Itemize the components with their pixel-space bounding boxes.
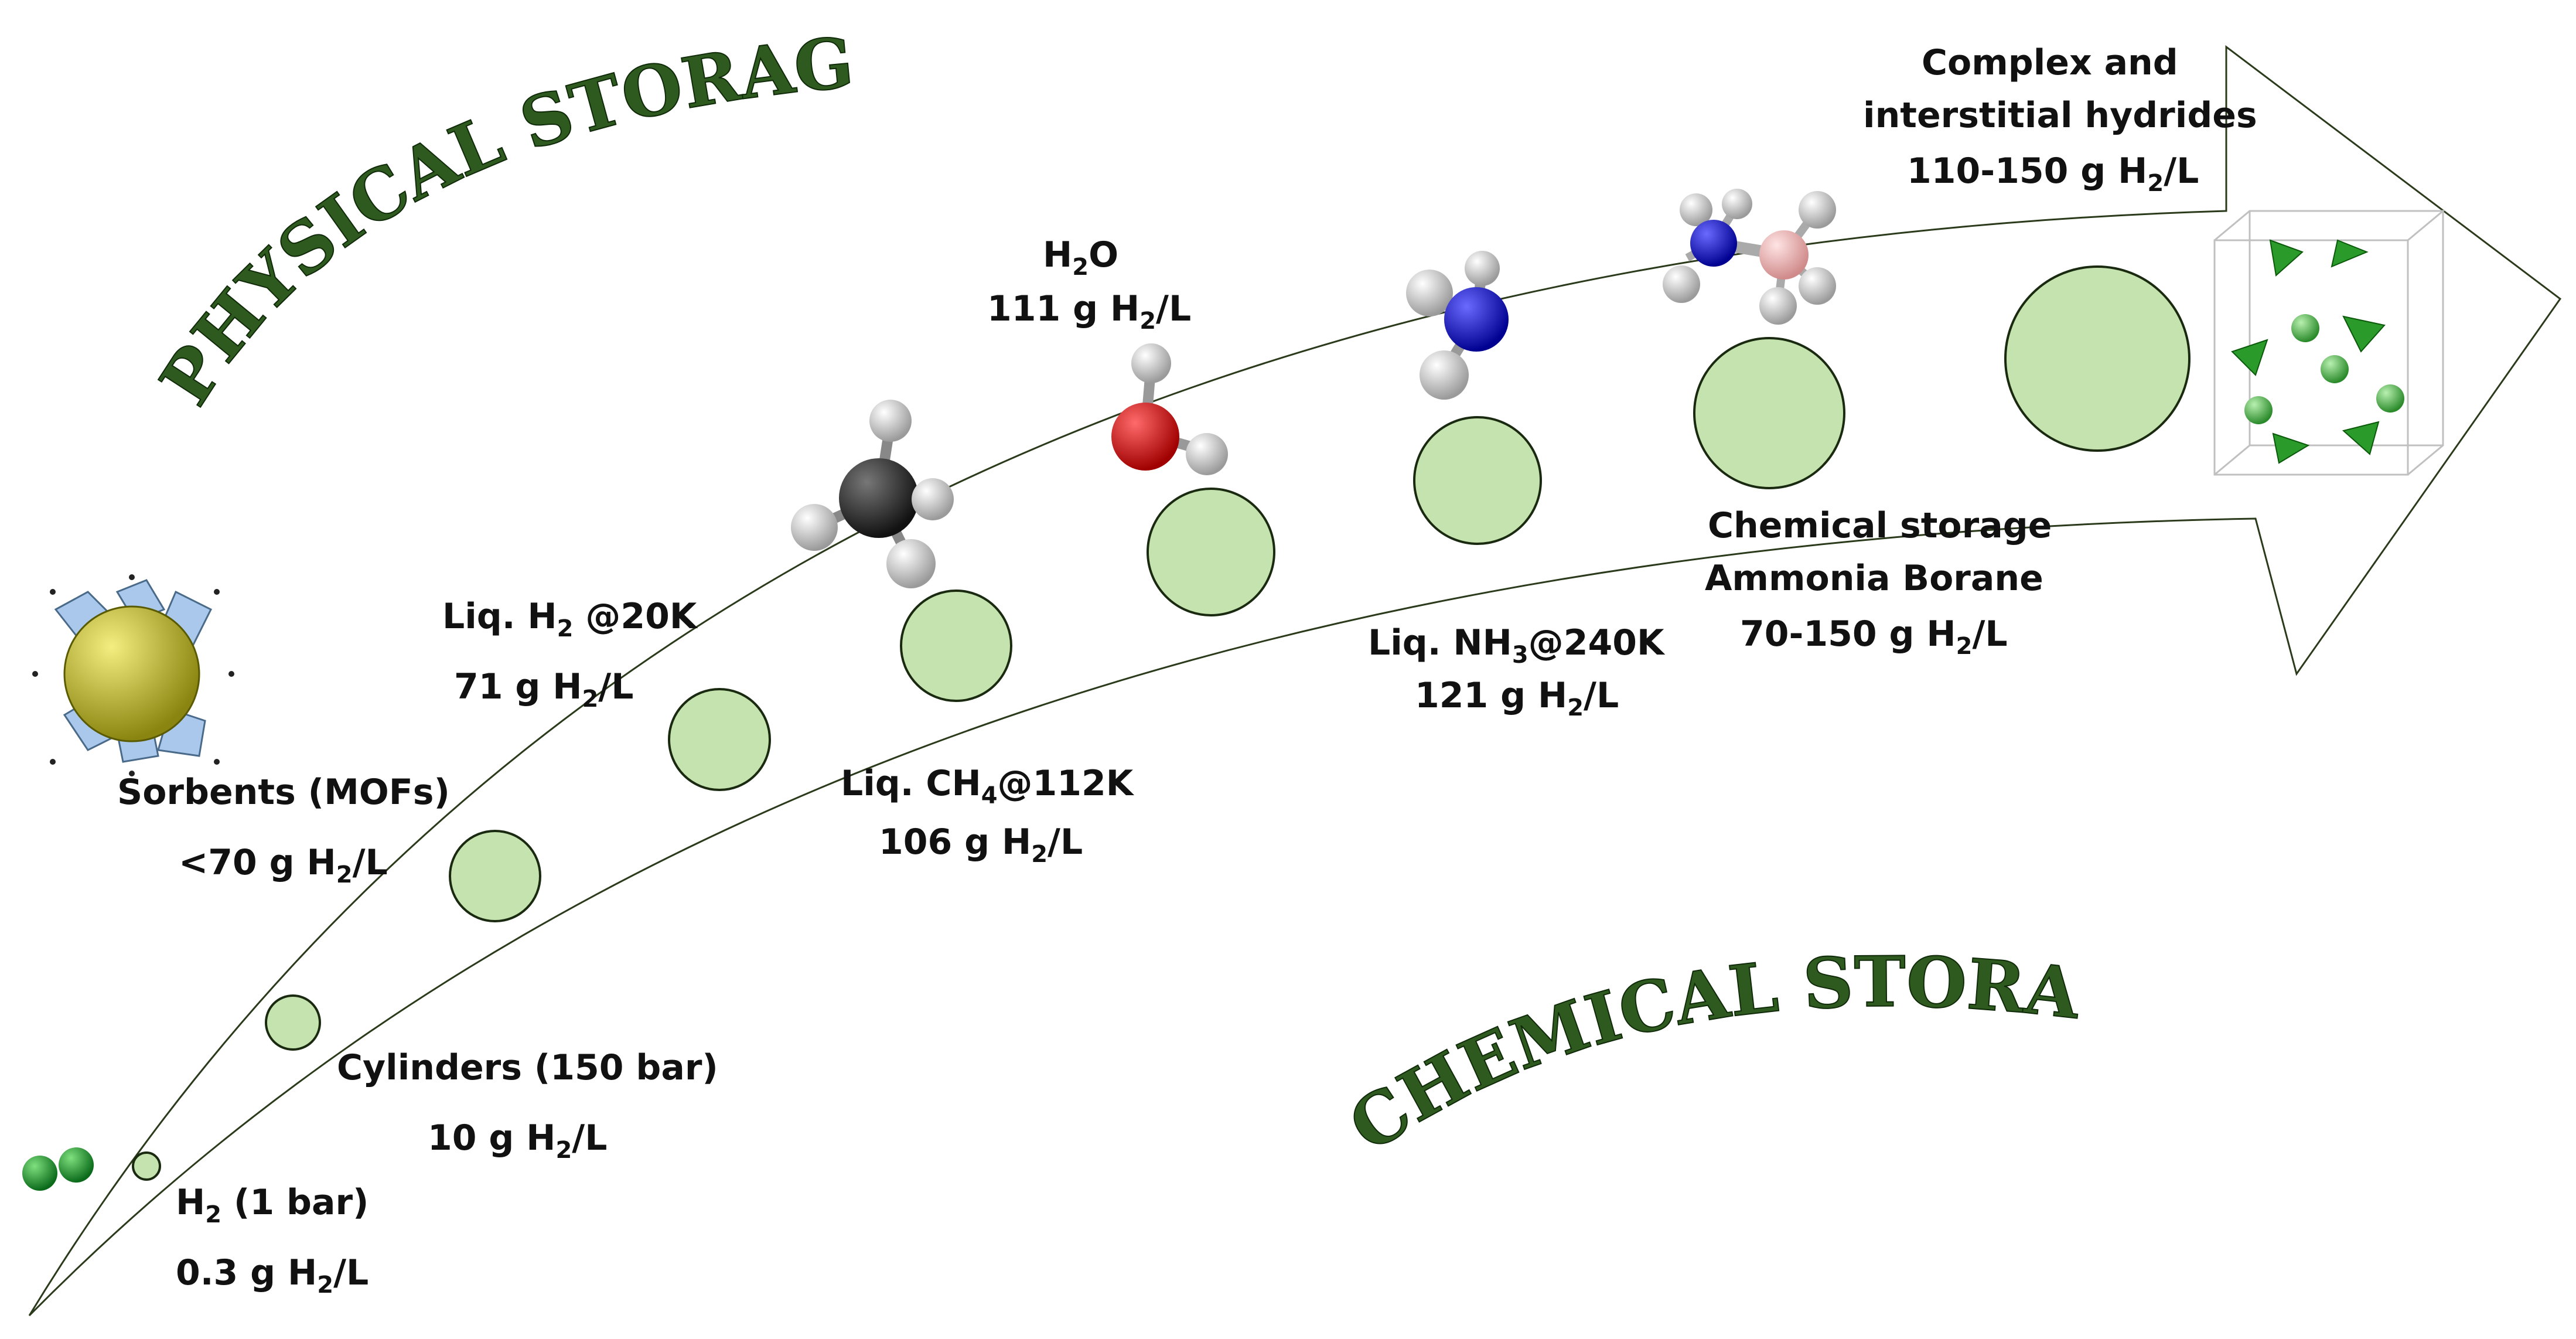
- svg-text:Ammonia Borane: Ammonia Borane: [1705, 558, 2043, 599]
- capacity-bubbles: [132, 265, 2191, 1181]
- svg-text:71 g H2/L: 71 g H2/L: [454, 666, 633, 713]
- svg-text:H2 (1 bar): H2 (1 bar): [176, 1182, 369, 1228]
- svg-text:interstitial hydrides: interstitial hydrides: [1863, 95, 2257, 136]
- svg-text:Chemical storage: Chemical storage: [1708, 505, 2052, 546]
- svg-text:111 g H2/L: 111 g H2/L: [987, 288, 1191, 335]
- svg-text:Liq. CH4@112K: Liq. CH4@112K: [841, 763, 1135, 809]
- stage-label-mofs: Sorbents (MOFs) <70 g H2/L: [117, 772, 450, 888]
- capacity-bubble-h2: [132, 1151, 161, 1181]
- stage-label-h2: H2 (1 bar) 0.3 g H2/L: [176, 1182, 369, 1299]
- ammonia-molecule-icon: [1406, 251, 1509, 400]
- svg-text:106 g H2/L: 106 g H2/L: [879, 822, 1083, 868]
- stage-label-cylinders: Cylinders (150 bar) 10 g H2/L: [337, 1047, 718, 1164]
- stage-label-liq-nh3: Liq. NH3@240K 121 g H2/L: [1368, 622, 1666, 721]
- ammonia-borane-molecule-icon: [1663, 189, 1836, 325]
- svg-text:Cylinders (150 bar): Cylinders (150 bar): [337, 1047, 718, 1088]
- mof-sorbent-icon: [32, 574, 234, 776]
- capacity-bubble-liq-h2: [668, 688, 771, 791]
- methane-molecule-icon: [791, 400, 954, 588]
- stage-label-h2o: H2O 111 g H2/L: [987, 234, 1191, 335]
- stage-label-liq-ch4: Liq. CH4@112K 106 g H2/L: [841, 763, 1135, 868]
- stage-label-hydrides: Complex and interstitial hydrides 110-15…: [1863, 42, 2257, 197]
- capacity-bubble-cylinders: [265, 994, 321, 1051]
- capacity-bubble-hydrides: [2004, 265, 2191, 452]
- stage-label-ammonia-borane: Chemical storage Ammonia Borane 70-150 g…: [1705, 505, 2052, 660]
- capacity-bubble-liq-ch4: [900, 590, 1012, 702]
- capacity-bubble-mofs: [449, 830, 541, 922]
- svg-text:Liq. H2 @20K: Liq. H2 @20K: [442, 596, 698, 642]
- svg-text:H2O: H2O: [1043, 234, 1118, 281]
- water-molecule-icon: [1111, 343, 1228, 475]
- svg-text:70-150 g H2/L: 70-150 g H2/L: [1740, 614, 2008, 660]
- svg-text:Liq. NH3@240K: Liq. NH3@240K: [1368, 622, 1666, 669]
- svg-text:121 g H2/L: 121 g H2/L: [1415, 675, 1619, 721]
- h2-molecule-icon: [22, 1147, 94, 1191]
- progress-arrow: [28, 45, 2562, 1317]
- svg-text:<70 g H2/L: <70 g H2/L: [179, 842, 388, 888]
- svg-text:Sorbents (MOFs): Sorbents (MOFs): [117, 772, 450, 813]
- stage-label-liq-h2: Liq. H2 @20K 71 g H2/L: [442, 596, 698, 713]
- svg-text:10 g H2/L: 10 g H2/L: [428, 1117, 607, 1164]
- svg-text:Complex and: Complex and: [1922, 42, 2178, 83]
- capacity-bubble-h2o: [1147, 488, 1275, 616]
- hydride-crystal-icon: [2213, 210, 2446, 476]
- svg-text:110-150 g H2/L: 110-150 g H2/L: [1907, 151, 2199, 197]
- capacity-bubble-liq-nh3: [1413, 416, 1542, 545]
- capacity-bubble-ammonia-borane: [1693, 337, 1845, 489]
- physical-storage-banner: PHYSICAL STORAGE: [0, 0, 857, 419]
- svg-text:0.3 g H2/L: 0.3 g H2/L: [176, 1252, 369, 1299]
